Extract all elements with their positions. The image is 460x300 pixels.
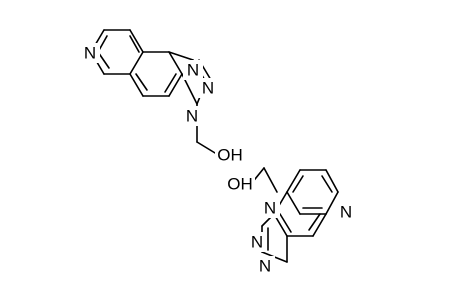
hydroxyl-label: OH (217, 146, 243, 165)
molecule-2: OH N N N N (225, 167, 356, 276)
triazole-nitrogen-mid-label: N (202, 79, 214, 98)
triazole-nitrogen-bottom-label: N (259, 257, 271, 276)
triazole-nitrogen-top-label: N (187, 61, 199, 80)
molecule-2-atoms: OH N N N N (225, 174, 356, 276)
hydroxyl-label: OH (227, 175, 253, 194)
molecule-1-atoms: N N N N OH (80, 43, 245, 165)
pyridine-nitrogen-label: N (84, 44, 96, 63)
triazole-nitrogen-mid-label: N (251, 233, 263, 252)
pyridine-nitrogen-label: N (340, 203, 352, 222)
triazole-nitrogen-top-label: N (264, 199, 276, 218)
molecule-1: N N N N OH (80, 29, 245, 165)
triazole-nitrogen-bottom-label: N (186, 107, 198, 126)
